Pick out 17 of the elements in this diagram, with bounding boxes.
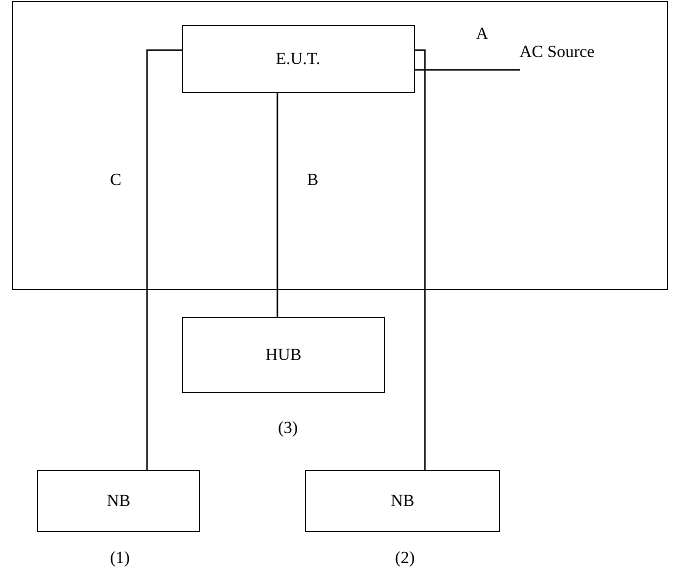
enclosure-box (12, 1, 668, 290)
caption-number: (2) (393, 548, 417, 568)
box-label: HUB (264, 345, 302, 365)
source-label: AC Source (520, 32, 660, 72)
notebook-box (37, 470, 200, 532)
notebook-box (305, 470, 500, 532)
hub-box (182, 317, 385, 393)
cable-line (415, 49, 426, 470)
caption-number: (3) (276, 418, 300, 438)
box-label: E.U.T. (274, 48, 322, 68)
caption-number: (1) (108, 548, 132, 568)
box-label: NB (390, 491, 416, 511)
cable-line (146, 49, 182, 470)
equipment-box (182, 24, 414, 92)
cable-line (276, 93, 278, 317)
box-label: NB (106, 491, 132, 511)
cable-line (415, 69, 520, 71)
